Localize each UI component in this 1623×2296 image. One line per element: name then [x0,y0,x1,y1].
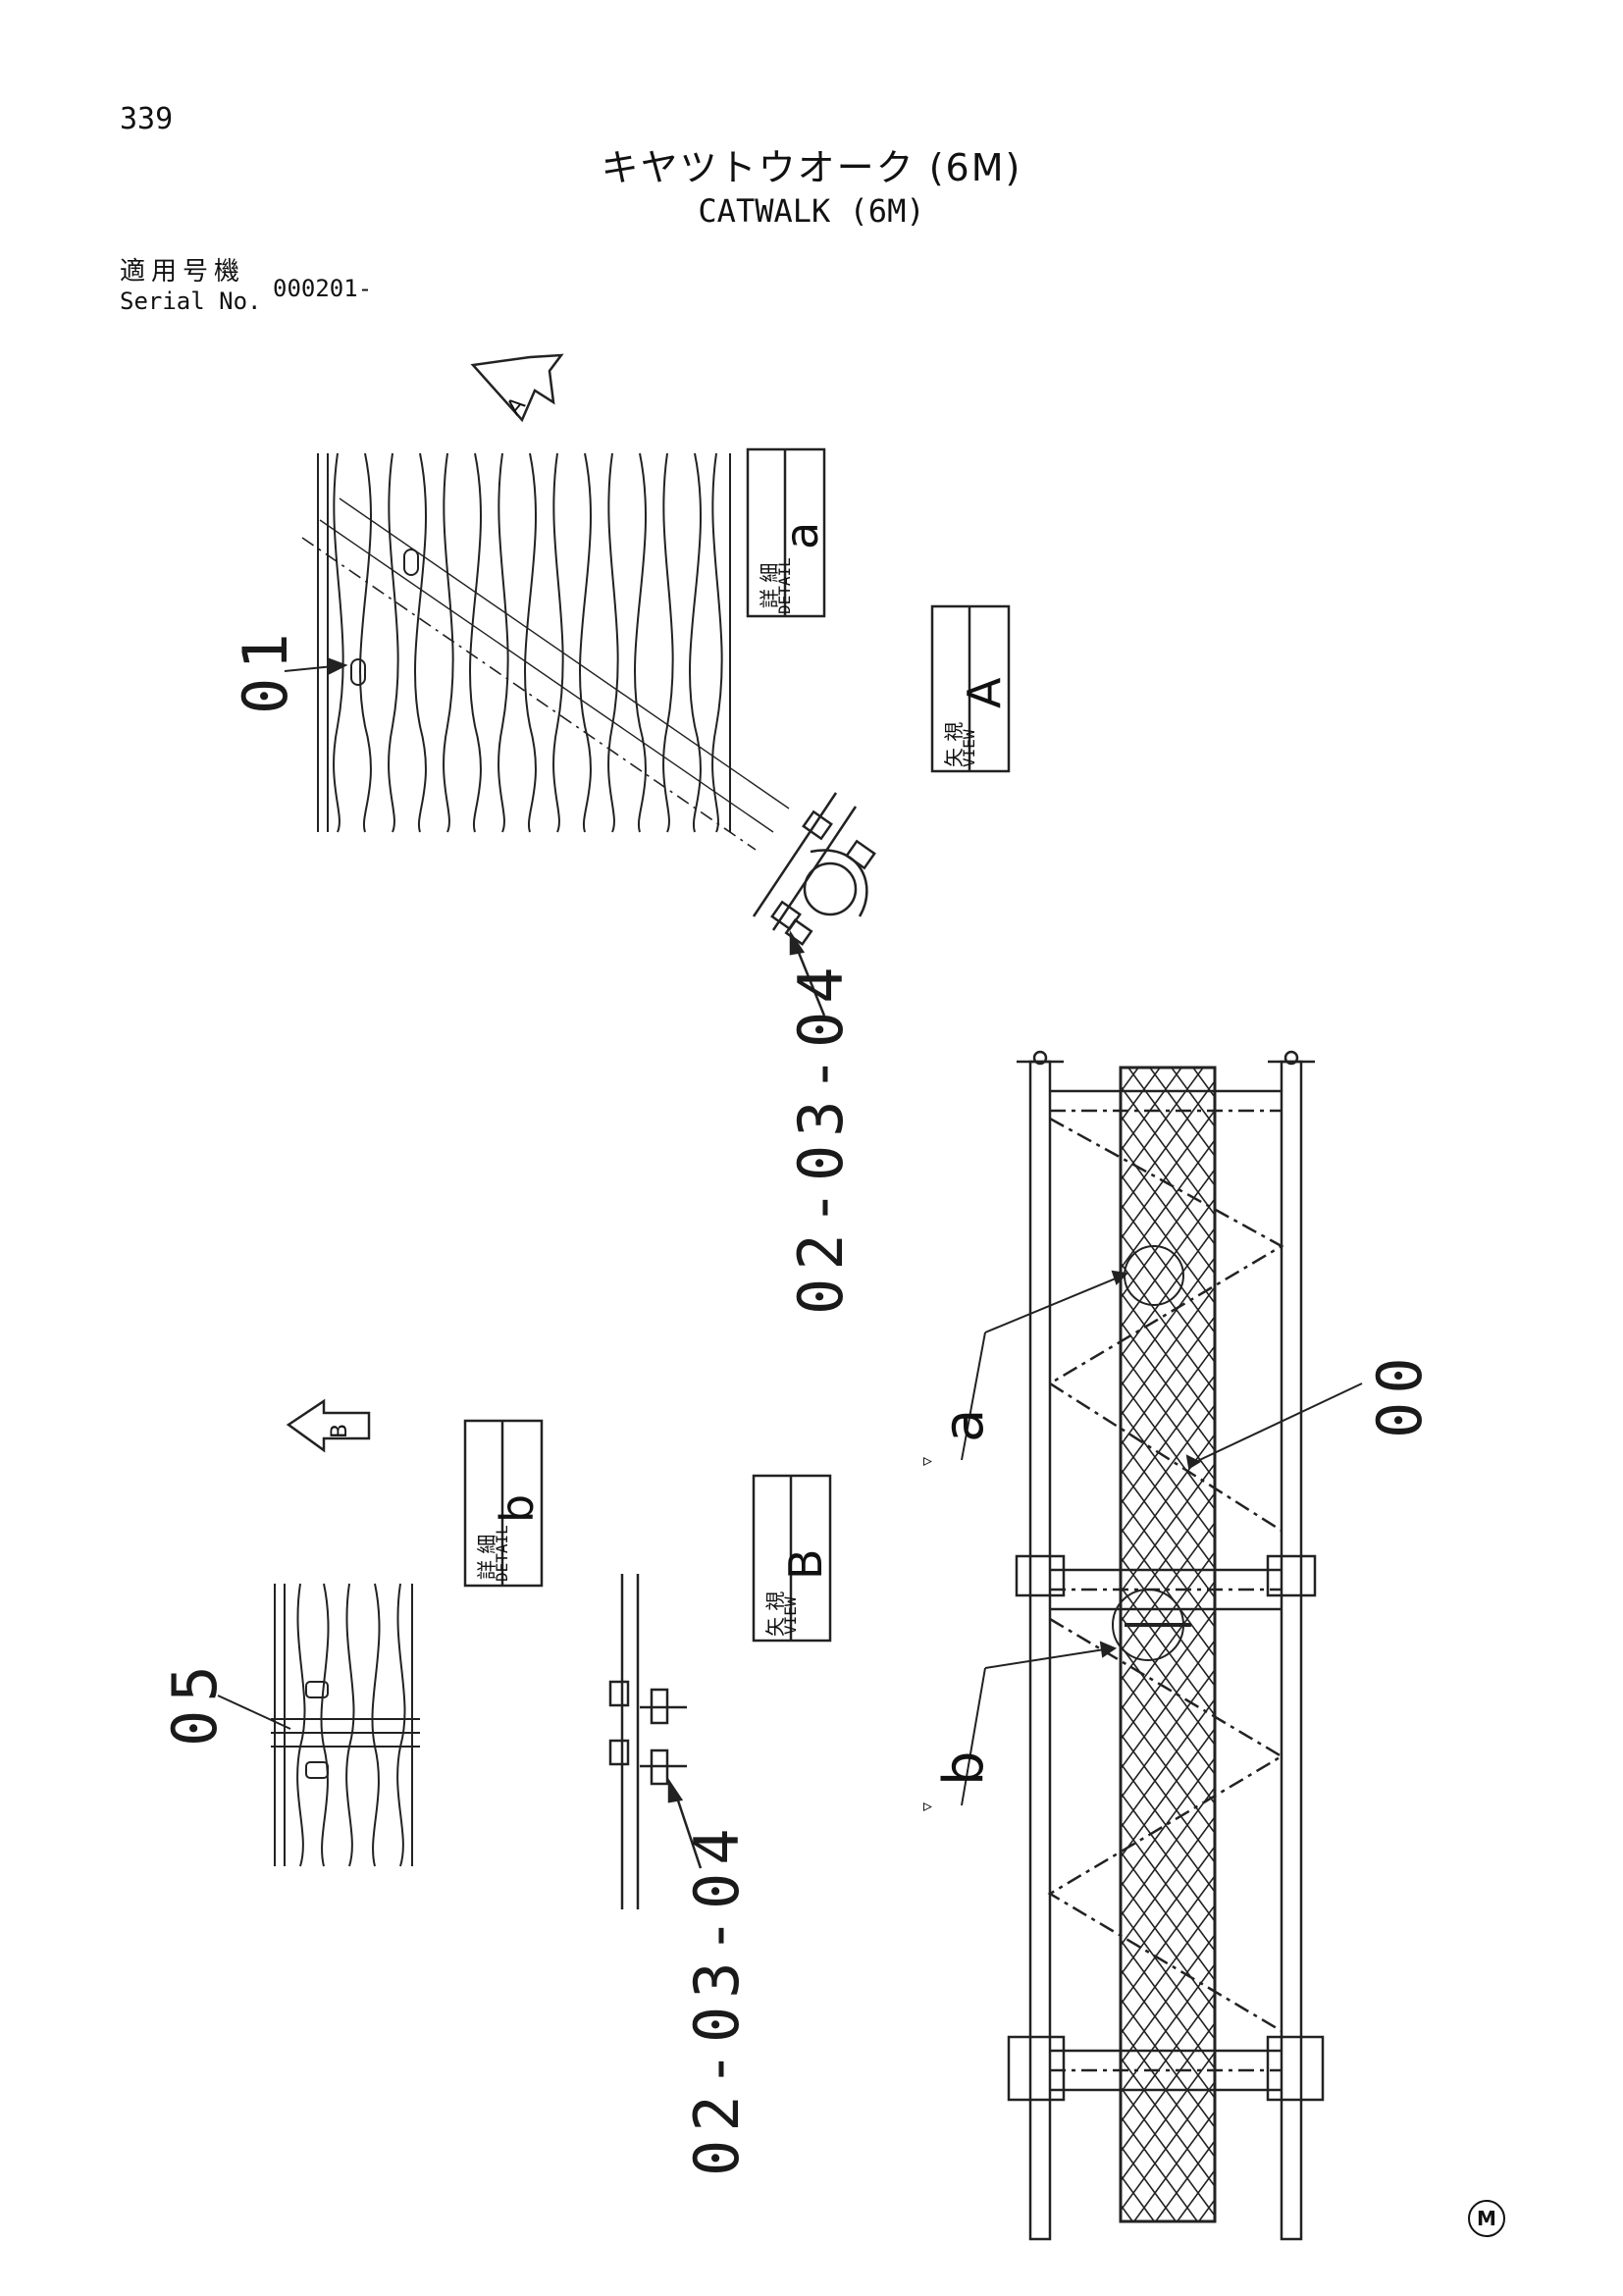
callout-a-marker: ▿ [916,1456,937,1466]
part-number-05: 05 [159,1657,231,1747]
view-b-letter: B [779,1548,832,1580]
serial-value: 000201- [273,275,373,302]
view-b-box [752,1474,832,1643]
detail-b-letter: b [491,1493,544,1523]
view-a-arrow [470,353,564,423]
detail-b-label-en: DETAIL [493,1525,511,1582]
view-b-arrow [286,1398,371,1453]
view-b-label-en: VIEW [781,1596,800,1635]
detail-b-box [463,1419,544,1588]
title-english: CATWALK (6M) [698,192,925,230]
clamp-detail-b [608,1574,703,1909]
leader-lines [961,1270,1363,1806]
part-number-01: 01 [230,625,301,714]
part-number-00: 00 [1364,1349,1436,1438]
view-a-label-en: VIEW [960,729,978,767]
detail-a-box [746,447,826,618]
callout-a: a [932,1408,996,1442]
title-japanese: キヤツトウオーク (6M) [601,146,1022,189]
reference-02-03-04-lower: 02-03-04 [681,1820,753,2176]
serial-label-japanese: 適用号機 [120,257,246,287]
catwalk-assembly [1007,1050,1325,2241]
detail-a-label-en: DETAIL [775,557,794,614]
view-a-box [930,604,1011,773]
view-b-arrow-letter: B [328,1423,352,1438]
callout-b: b [932,1750,996,1786]
detail-a-letter: a [775,521,828,549]
view-a-letter: A [958,677,1011,708]
manufacturer-mark: M [1468,2200,1505,2237]
detail-b-mesh-drawing [217,1583,420,1867]
reference-02-03-04-upper: 02-03-04 [785,959,857,1315]
view-a-mesh-drawing [284,452,790,851]
serial-label-english: Serial No. [120,287,262,315]
clamp-detail-a [752,792,876,1017]
callout-b-marker: ▿ [916,1801,937,1811]
page-number: 339 [120,102,174,136]
